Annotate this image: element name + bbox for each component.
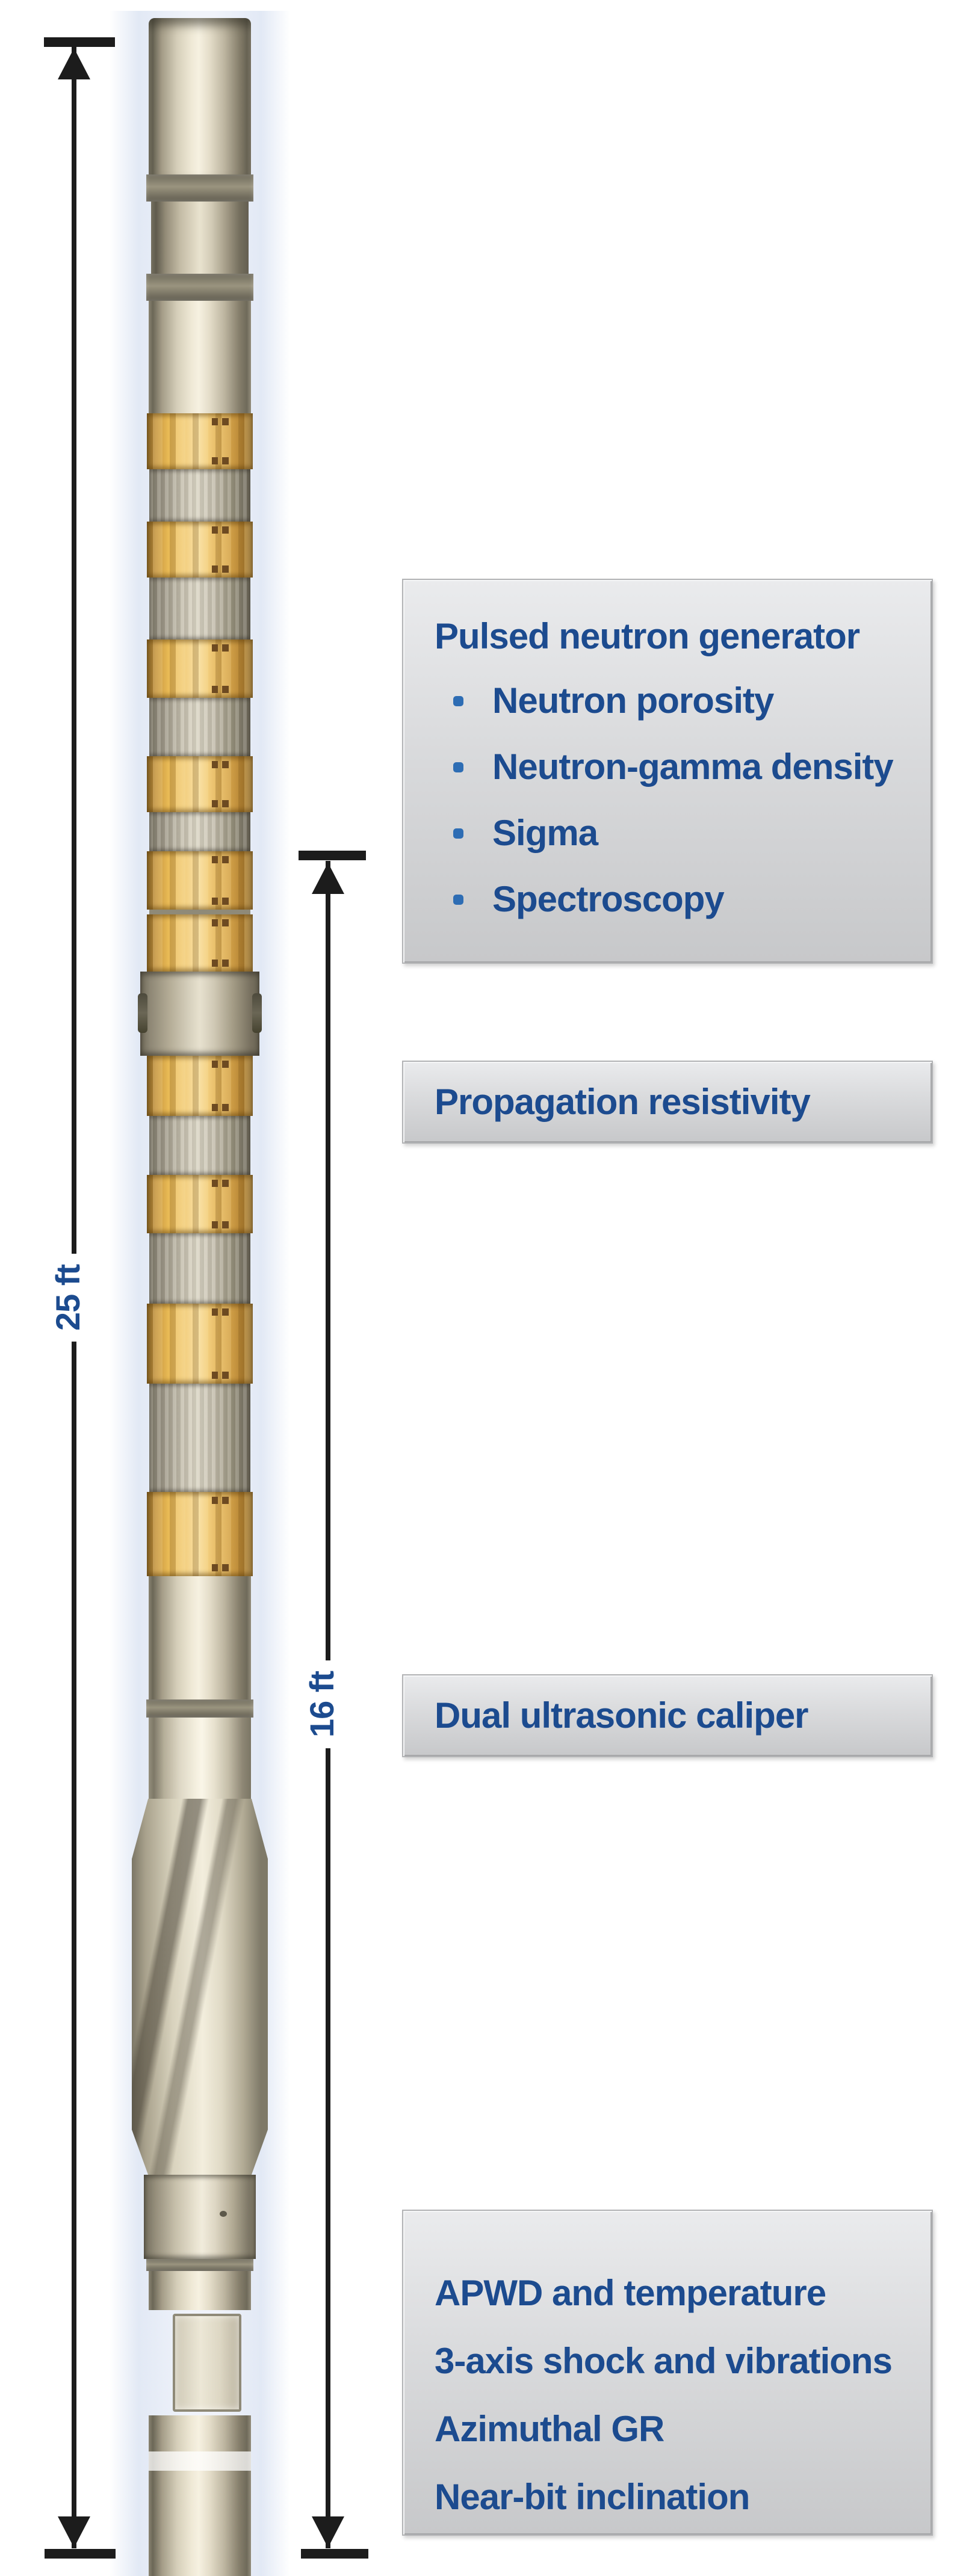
arrow-down-icon (312, 2516, 344, 2548)
drilling-tool-illustration (132, 18, 268, 2576)
tool-segment-grayseg (149, 1233, 250, 1304)
box-title: Propagation resistivity (435, 1082, 811, 1122)
tool-segment-gold (147, 413, 253, 469)
tool-segment-pipe-dark (151, 202, 249, 274)
tool-segment-gold (147, 1056, 253, 1116)
tool-segment-gold (147, 639, 253, 698)
label-box-dual-ultrasonic-caliper: Dual ultrasonic caliper (402, 1674, 933, 1757)
bullet-icon (453, 695, 463, 706)
sensor-line: 3-axis shock and vibrations (435, 2340, 893, 2381)
tool-segment-ring (146, 174, 253, 202)
box-title: Dual ultrasonic caliper (435, 1695, 809, 1736)
tool-segment-gold (147, 1492, 253, 1576)
dimension-25ft-bottom-cap (45, 2549, 116, 2559)
label-box-propagation-resistivity: Propagation resistivity (402, 1061, 933, 1144)
dimension-16ft-label: 16 ft (299, 1660, 345, 1749)
bullet-label: Neutron porosity (492, 680, 774, 721)
tool-segment-grayseg (149, 469, 250, 522)
tool-segment-gold (147, 914, 253, 972)
arrow-up-icon (312, 863, 344, 894)
bullet-label: Sigma (492, 813, 598, 853)
tool-segment-collar (138, 972, 262, 1056)
tool-segment-stabilizer (132, 1799, 268, 2175)
tool-segment-gold (147, 522, 253, 578)
tool-segment-ring (146, 2259, 253, 2271)
tool-segment-grayseg (149, 1116, 250, 1175)
dimension-25ft-top-cap (44, 37, 115, 47)
tool-segment-pipe (149, 301, 251, 413)
sensor-line: Near-bit inclination (435, 2476, 750, 2517)
tool-segment-pipe (149, 2271, 251, 2310)
tool-segment-pipe-top (149, 18, 251, 174)
bullet-label: Spectroscopy (492, 879, 725, 919)
tool-segment-gold (147, 1304, 253, 1384)
bullet-item: Spectroscopy (435, 881, 932, 918)
tool-segment-ring (146, 274, 253, 301)
tool-segment-grayseg (149, 1384, 250, 1492)
tool-segment-sleeve (144, 2175, 256, 2259)
tool-segment-gold (147, 851, 253, 910)
bullet-item: Neutron porosity (435, 682, 932, 719)
bullet-icon (453, 762, 463, 772)
tool-segment-ring (146, 1699, 253, 1718)
sensor-line: Azimuthal GR (435, 2408, 664, 2449)
dimension-16ft-top-cap (299, 851, 366, 860)
tool-segment-pipe (149, 1576, 251, 1699)
dimension-25ft-label: 25 ft (45, 1253, 91, 1342)
arrow-down-icon (58, 2516, 90, 2548)
tool-segment-gold (147, 1175, 253, 1233)
bullet-item: Sigma (435, 815, 932, 852)
tool-segment-groove (149, 910, 250, 914)
bullet-icon (453, 828, 463, 839)
sensor-line: APWD and temperature (435, 2272, 826, 2313)
tool-segment-grayseg (149, 698, 250, 756)
tool-segment-panel (149, 2310, 251, 2415)
arrow-up-icon (58, 48, 90, 79)
bullet-icon (453, 894, 463, 905)
tool-segment-grayseg (149, 578, 250, 639)
bullet-label: Neutron-gamma density (492, 747, 894, 787)
tool-segment-pipe-light (149, 1718, 251, 1799)
dimension-16ft-bottom-cap (301, 2549, 368, 2559)
label-box-bottom-sensors: APWD and temperature 3-axis shock and vi… (402, 2210, 933, 2536)
tool-segment-pipe-bottom (149, 2415, 251, 2576)
tool-segment-gold (147, 756, 253, 812)
label-box-pulsed-neutron-generator: Pulsed neutron generator Neutron porosit… (402, 579, 933, 964)
tool-segment-grayseg (149, 812, 250, 851)
box-title: Pulsed neutron generator (435, 616, 860, 656)
bullet-item: Neutron-gamma density (435, 748, 932, 786)
